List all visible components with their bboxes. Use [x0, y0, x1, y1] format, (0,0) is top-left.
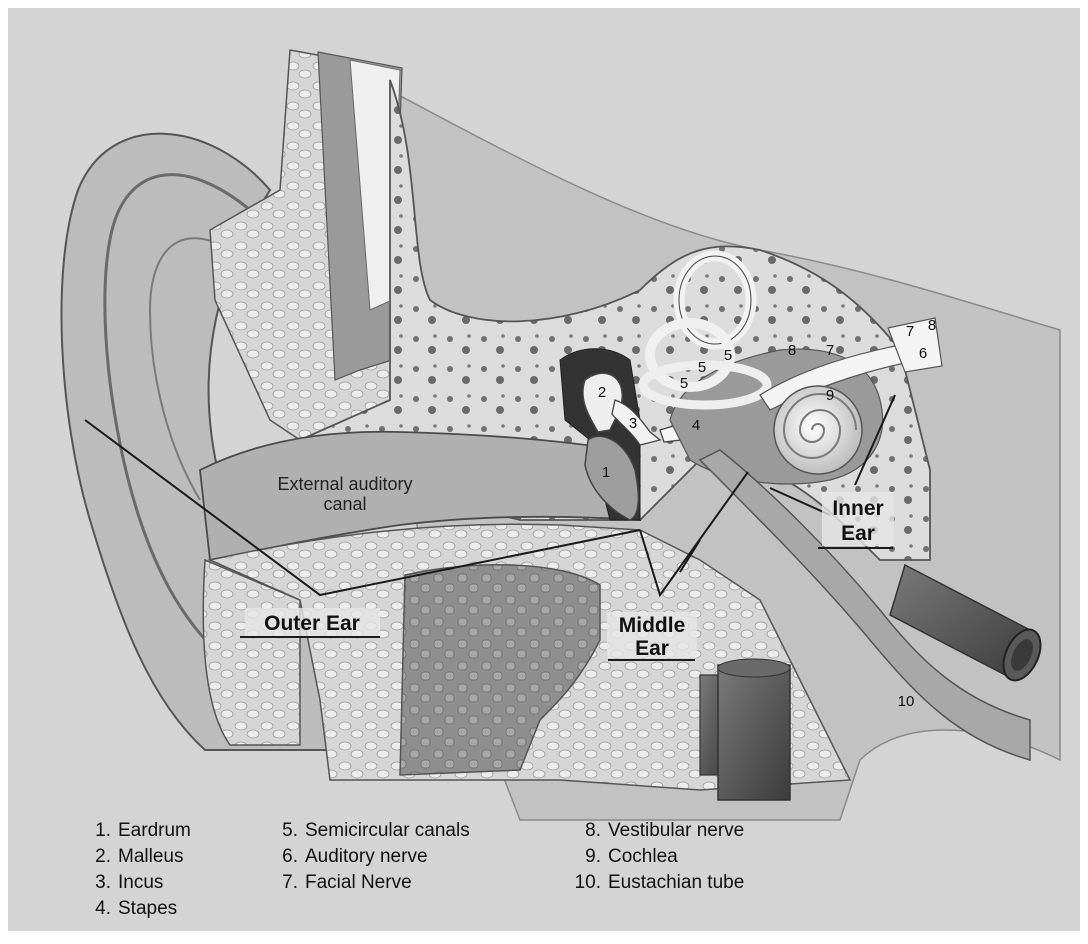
legend-number: 9. — [565, 844, 601, 870]
inner-ear-label-line2: Ear — [841, 522, 875, 545]
callout-vestibular-nerve-a: 8 — [928, 317, 936, 334]
canal-label-line2: canal — [323, 494, 366, 514]
legend-label: Stapes — [118, 898, 177, 919]
legend-label: Eustachian tube — [608, 872, 744, 893]
middle-ear-label-line2: Ear — [635, 637, 669, 660]
callout-eardrum: 1 — [602, 464, 610, 481]
callout-semicircular-c: 5 — [680, 375, 688, 392]
legend-item-semicircular-canals: 5. Semicircular canals — [262, 818, 470, 844]
callout-eustachian-tube: 10 — [898, 693, 915, 710]
legend-label: Malleus — [118, 846, 183, 867]
legend-item-eardrum: 1. Eardrum — [75, 818, 191, 844]
legend-label: Incus — [118, 872, 163, 893]
legend-column-3: 8. Vestibular nerve 9. Cochlea 10. Eustachi… — [565, 818, 744, 896]
legend-number: 4. — [75, 896, 111, 922]
legend-number: 10. — [565, 870, 601, 896]
callout-malleus: 2 — [598, 384, 606, 401]
callout-stapes: 4 — [692, 417, 700, 434]
outer-ear-label: Outer Ear — [264, 612, 360, 635]
canal-label-line1: External auditory — [277, 474, 412, 494]
inner-ear-label-line1: Inner — [832, 497, 883, 520]
legend-item-cochlea: 9. Cochlea — [565, 844, 744, 870]
callout-incus: 3 — [629, 415, 637, 432]
legend-number: 6. — [262, 844, 298, 870]
callout-semicircular-a: 5 — [698, 359, 706, 376]
legend-item-vestibular-nerve: 8. Vestibular nerve — [565, 818, 744, 844]
middle-ear-label-line1: Middle — [619, 614, 686, 637]
callout-facial-nerve-a: 7 — [906, 323, 914, 340]
legend-item-facial-nerve: 7. Facial Nerve — [262, 870, 470, 896]
legend-number: 8. — [565, 818, 601, 844]
legend-number: 3. — [75, 870, 111, 896]
callout-auditory-nerve: 6 — [919, 345, 927, 362]
legend-label: Auditory nerve — [305, 846, 428, 867]
callout-semicircular-b: 5 — [724, 347, 732, 364]
cochlea — [774, 386, 862, 474]
legend-label: Semicircular canals — [305, 820, 470, 841]
legend-item-stapes: 4. Stapes — [75, 896, 191, 922]
legend-label: Cochlea — [608, 846, 678, 867]
legend-column-2: 5. Semicircular canals 6. Auditory nerve 7… — [262, 818, 470, 896]
legend-number: 5. — [262, 818, 298, 844]
legend-number: 7. — [262, 870, 298, 896]
legend-label: Facial Nerve — [305, 872, 412, 893]
legend-item-eustachian-tube: 10. Eustachian tube — [565, 870, 744, 896]
legend-number: 2. — [75, 844, 111, 870]
legend-label: Vestibular nerve — [608, 820, 744, 841]
callout-cochlea: 9 — [826, 387, 834, 404]
legend-item-incus: 3. Incus — [75, 870, 191, 896]
legend-item-auditory-nerve: 6. Auditory nerve — [262, 844, 470, 870]
legend-label: Eardrum — [118, 820, 191, 841]
legend-number: 1. — [75, 818, 111, 844]
callout-facial-nerve-b: 7 — [826, 342, 834, 359]
legend-column-1: 1. Eardrum 2. Malleus 3. Incus 4. Stapes — [75, 818, 191, 922]
callout-vestibular-nerve-b: 8 — [788, 342, 796, 359]
legend-item-malleus: 2. Malleus — [75, 844, 191, 870]
